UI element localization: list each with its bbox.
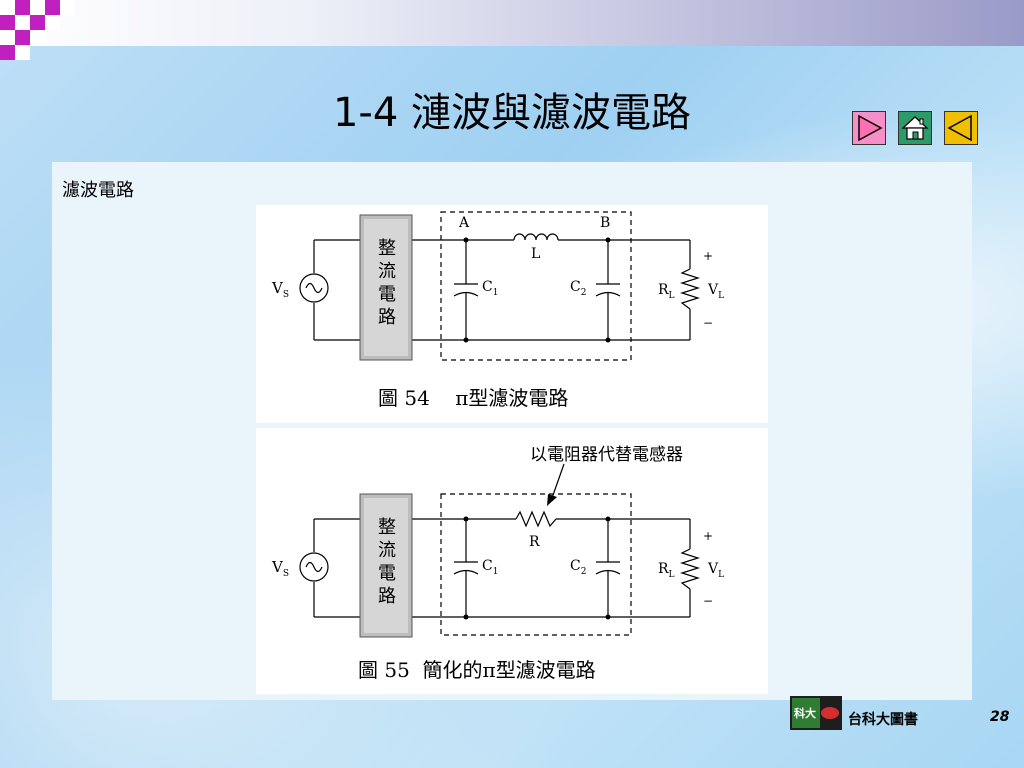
annotation-note: 以電阻器代替電感器 xyxy=(530,445,683,465)
home-button[interactable] xyxy=(898,111,932,145)
rectifier-label: 整 流 電 路 xyxy=(378,238,396,328)
top-banner xyxy=(0,0,1024,46)
load-resistor-label: RL xyxy=(658,561,675,580)
minus-sign: − xyxy=(703,316,714,330)
publisher-name: 台科大圖書 xyxy=(848,712,918,728)
node-b-label: B xyxy=(600,215,611,231)
source-label: VS xyxy=(272,558,290,579)
section-label: 濾波電路 xyxy=(62,180,134,201)
plus-sign: + xyxy=(703,249,714,263)
simplified-pi-filter-circuit-diagram xyxy=(299,463,701,638)
c2-label: C2 xyxy=(570,558,587,577)
output-voltage-label: VL xyxy=(708,282,725,301)
pi-filter-circuit-diagram xyxy=(299,211,701,361)
figure-55: 整 流 電 路 VS 以電阻器代替電感器 R C1 C2 RL VL + − 圖… xyxy=(256,428,768,694)
page-number: 28 xyxy=(990,709,1010,725)
next-icon xyxy=(858,114,883,142)
home-icon xyxy=(901,116,929,140)
c1-label: C1 xyxy=(482,279,499,298)
prev-slide-button[interactable] xyxy=(944,111,978,145)
slide-title: 1-4 漣波與濾波電路 xyxy=(332,90,692,136)
c1-label: C1 xyxy=(482,558,499,577)
load-resistor-label: RL xyxy=(658,282,675,301)
output-voltage-label: VL xyxy=(708,561,725,580)
source-label: VS xyxy=(272,279,290,300)
figure-54-caption: 圖 54 π型濾波電路 xyxy=(378,386,569,410)
prev-icon xyxy=(947,114,972,142)
next-slide-button[interactable] xyxy=(852,111,886,145)
node-a-label: A xyxy=(459,215,470,231)
publisher-logo: 科大 xyxy=(790,696,842,730)
minus-sign: − xyxy=(703,594,714,608)
rectifier-label: 整 流 電 路 xyxy=(378,517,396,607)
c2-label: C2 xyxy=(570,279,587,298)
plus-sign: + xyxy=(703,529,714,543)
resistor-label: R xyxy=(529,534,540,550)
figure-54: 整 流 電 路 VS A B L C1 C2 RL VL + − 圖 54 π型… xyxy=(256,205,768,423)
figure-55-caption: 圖 55 簡化的π型濾波電路 xyxy=(358,658,596,682)
inductor-label: L xyxy=(531,246,541,262)
